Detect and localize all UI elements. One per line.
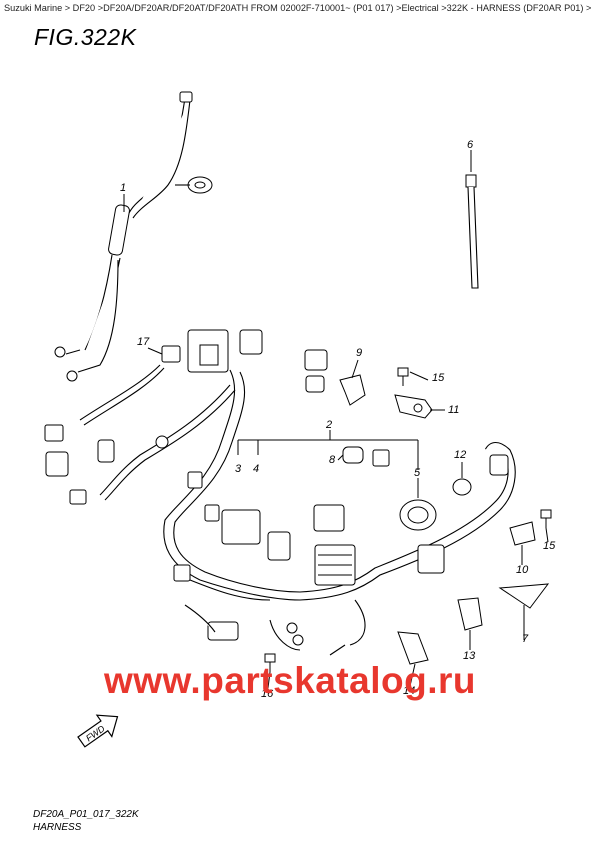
clamp-part-11[interactable] [394,394,433,419]
clamp-part-13[interactable] [457,597,483,631]
callout-7: 7 [522,633,529,645]
callout-12: 12 [454,449,466,461]
breadcrumb: Suzuki Marine > DF20 >DF20A/DF20AR/DF20A… [4,3,592,13]
figure-title: FIG.322K [34,24,137,50]
callout-6: 6 [467,139,474,151]
callout-4: 4 [253,463,259,475]
callout-9: 9 [356,347,362,359]
figure-name: HARNESS [33,822,82,833]
clamp-part-14[interactable] [397,631,429,665]
callout-2: 2 [325,419,332,431]
callout-15-upper: 15 [432,372,445,384]
figure-code: DF20A_P01_017_322K [33,809,139,820]
watermark: www.partskatalog.ru [103,660,477,701]
callout-labels: 1 2 3 4 5 6 7 8 9 10 11 12 13 14 15 15 1… [120,139,556,700]
callout-5: 5 [414,467,421,479]
callout-1: 1 [120,182,126,194]
callout-14: 14 [403,685,415,697]
main-harness-part-2[interactable] [45,329,516,656]
cable-tie-part-12[interactable] [452,478,472,496]
sheet-part-7[interactable] [498,583,550,609]
callout-13: 13 [463,650,476,662]
callout-8: 8 [329,454,336,466]
cable-tie-part-6[interactable] [465,150,479,289]
sub-harness-part-17[interactable] [44,345,181,442]
battery-cable-part-1[interactable] [54,91,213,382]
leader-lines [123,194,549,689]
bracket-part-10[interactable] [509,521,536,546]
callout-11: 11 [448,404,459,416]
bolt-part-16[interactable] [264,653,276,672]
callout-16: 16 [261,688,274,700]
callout-3: 3 [235,463,242,475]
bracket-part-9[interactable] [339,374,366,406]
bolt-part-15-upper[interactable] [397,367,409,386]
bolt-part-15-lower[interactable] [540,509,552,528]
grommet-part-5[interactable] [399,499,437,531]
callout-15-lower: 15 [543,540,556,552]
fwd-arrow-icon: FWD [77,714,119,748]
callout-10: 10 [516,564,529,576]
callout-17: 17 [137,336,150,348]
